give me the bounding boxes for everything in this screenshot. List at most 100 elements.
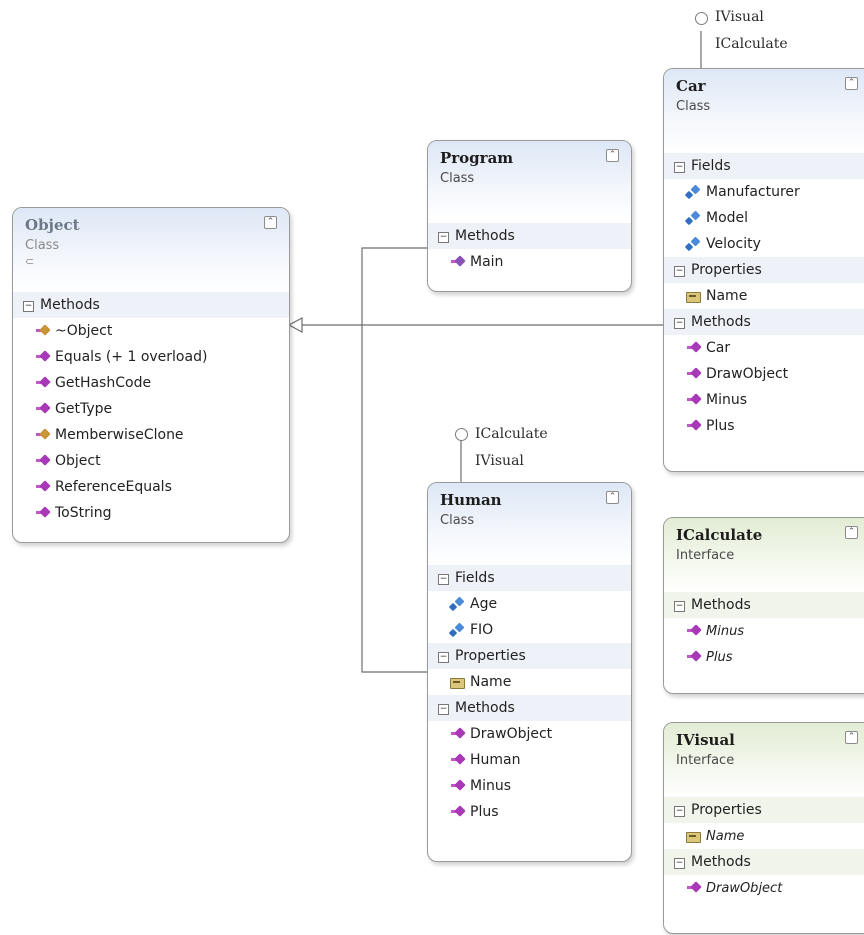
member-label: MemberwiseClone: [55, 427, 184, 443]
member-row[interactable]: Human: [428, 747, 631, 773]
method-icon: [450, 256, 464, 268]
method-icon: [35, 403, 49, 415]
member-label: Minus: [706, 392, 748, 408]
member-label: GetType: [55, 401, 113, 417]
lollipop-circle-icon: [455, 428, 468, 441]
method-icon: [35, 429, 49, 441]
member-row[interactable]: Object: [13, 448, 289, 474]
collapse-section-icon[interactable]: −: [438, 232, 449, 243]
collapse-icon[interactable]: ⌃: [606, 491, 619, 504]
object-class-header: Object Class ⊂ ⌃: [13, 208, 289, 292]
member-row[interactable]: Name: [664, 283, 864, 309]
member-row[interactable]: Age: [428, 591, 631, 617]
member-row[interactable]: GetHashCode: [13, 370, 289, 396]
member-label: Object: [55, 453, 101, 469]
member-row[interactable]: DrawObject: [664, 361, 864, 387]
method-icon: [35, 481, 49, 493]
section-header-methods[interactable]: −Methods: [13, 292, 289, 318]
section-header-methods[interactable]: −Methods: [428, 223, 631, 249]
member-label: Age: [470, 596, 498, 612]
member-row[interactable]: Plus: [664, 644, 864, 670]
collapse-section-icon[interactable]: −: [438, 704, 449, 715]
collapse-section-icon[interactable]: −: [438, 574, 449, 585]
member-label: FIO: [470, 622, 494, 638]
member-row[interactable]: Plus: [664, 413, 864, 439]
member-label: Model: [706, 210, 749, 226]
member-row[interactable]: Minus: [664, 618, 864, 644]
member-row[interactable]: Name: [428, 669, 631, 695]
section-label: Properties: [691, 262, 762, 278]
member-row[interactable]: Car: [664, 335, 864, 361]
member-row[interactable]: Name: [664, 823, 864, 849]
member-label: Equals (+ 1 overload): [55, 349, 208, 365]
property-icon: [686, 830, 701, 843]
collapse-icon[interactable]: ⌃: [264, 216, 277, 229]
member-row[interactable]: Main: [428, 249, 631, 275]
interface-title: IVisual: [676, 731, 735, 749]
section-header-methods[interactable]: −Methods: [664, 849, 864, 875]
section-header-fields[interactable]: −Fields: [664, 153, 864, 179]
class-kind: Class: [676, 99, 711, 114]
lollipop-circle-icon: [695, 12, 708, 25]
member-label: Car: [706, 340, 731, 356]
section-label: Methods: [691, 314, 751, 330]
method-icon: [450, 728, 464, 740]
member-row[interactable]: ToString: [13, 500, 289, 526]
member-label: Minus: [706, 624, 745, 639]
collapse-icon[interactable]: ⌃: [845, 77, 858, 90]
section-header-fields[interactable]: −Fields: [428, 565, 631, 591]
collapse-icon[interactable]: ⌃: [606, 149, 619, 162]
section-header-properties[interactable]: −Properties: [428, 643, 631, 669]
collapse-section-icon[interactable]: −: [438, 652, 449, 663]
field-icon: [686, 186, 700, 198]
section-header-methods[interactable]: −Methods: [428, 695, 631, 721]
method-icon: [450, 780, 464, 792]
shortcut-icon: ⊂: [25, 255, 35, 268]
method-icon: [686, 420, 700, 432]
member-row[interactable]: ReferenceEquals: [13, 474, 289, 500]
section-header-methods[interactable]: −Methods: [664, 592, 864, 618]
section-header-properties[interactable]: −Properties: [664, 257, 864, 283]
collapse-section-icon[interactable]: −: [674, 266, 685, 277]
member-label: Name: [706, 829, 745, 844]
interface-kind: Interface: [676, 753, 735, 768]
collapse-section-icon[interactable]: −: [674, 162, 685, 173]
collapse-section-icon[interactable]: −: [674, 601, 685, 612]
member-row[interactable]: DrawObject: [428, 721, 631, 747]
member-row[interactable]: Velocity: [664, 231, 864, 257]
member-row[interactable]: MemberwiseClone: [13, 422, 289, 448]
collapse-icon[interactable]: ⌃: [845, 731, 858, 744]
method-icon: [35, 377, 49, 389]
class-title: Car: [676, 77, 706, 95]
collapse-section-icon[interactable]: −: [23, 301, 34, 312]
member-label: ~Object: [55, 323, 113, 339]
lollipop-label: ICalculate: [715, 36, 788, 52]
member-row[interactable]: DrawObject: [664, 875, 864, 901]
member-label: Minus: [470, 778, 512, 794]
member-row[interactable]: Plus: [428, 799, 631, 825]
collapse-icon[interactable]: ⌃: [845, 526, 858, 539]
section-header-methods[interactable]: −Methods: [664, 309, 864, 335]
section-label: Properties: [455, 648, 526, 664]
member-row[interactable]: Minus: [428, 773, 631, 799]
member-row[interactable]: ~Object: [13, 318, 289, 344]
collapse-section-icon[interactable]: −: [674, 858, 685, 869]
collapse-section-icon[interactable]: −: [674, 318, 685, 329]
member-row[interactable]: Manufacturer: [664, 179, 864, 205]
member-row[interactable]: Minus: [664, 387, 864, 413]
section-header-properties[interactable]: −Properties: [664, 797, 864, 823]
member-row[interactable]: Equals (+ 1 overload): [13, 344, 289, 370]
member-row[interactable]: FIO: [428, 617, 631, 643]
member-row[interactable]: GetType: [13, 396, 289, 422]
member-row[interactable]: Model: [664, 205, 864, 231]
collapse-section-icon[interactable]: −: [674, 806, 685, 817]
lollipop-label: IVisual: [475, 453, 524, 469]
